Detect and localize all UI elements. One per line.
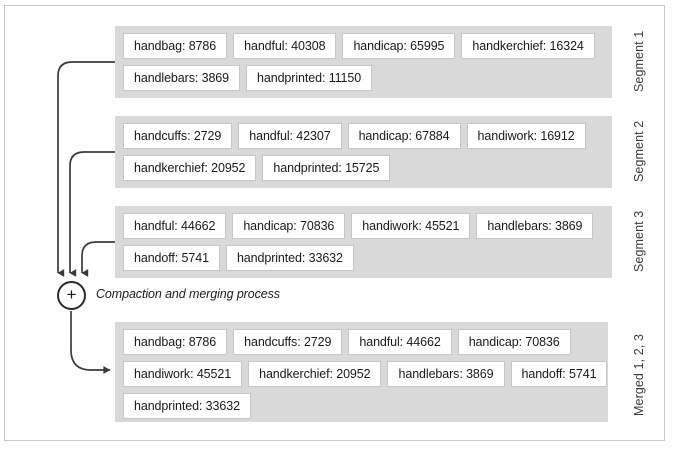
merge-node: +	[57, 281, 86, 310]
term-chip[interactable]: handcuffs: 2729	[123, 123, 233, 149]
merged-row-3: handprinted: 33632	[123, 393, 600, 419]
term-chip[interactable]: handkerchief: 16324	[461, 33, 595, 59]
term-chip[interactable]: handlebars: 3869	[387, 361, 505, 387]
term-chip[interactable]: handicap: 67884	[347, 123, 461, 149]
term-chip[interactable]: handcuffs: 2729	[233, 329, 343, 355]
segment-1-row-2: handlebars: 3869 handprinted: 11150	[123, 65, 604, 91]
term-chip[interactable]: handbag: 8786	[123, 329, 228, 355]
term-chip[interactable]: handicap: 70836	[457, 329, 571, 355]
term-chip[interactable]: handoff: 5741	[123, 245, 220, 271]
term-chip[interactable]: handful: 44662	[123, 213, 227, 239]
process-label: Compaction and merging process	[96, 287, 280, 301]
segment-2-row-1: handcuffs: 2729 handful: 42307 handicap:…	[123, 123, 604, 149]
merged-row-1: handbag: 8786 handcuffs: 2729 handful: 4…	[123, 329, 600, 355]
plus-icon: +	[66, 285, 77, 304]
term-chip[interactable]: handicap: 65995	[342, 33, 456, 59]
term-chip[interactable]: handiwork: 16912	[466, 123, 586, 149]
term-chip[interactable]: handprinted: 33632	[225, 245, 354, 271]
term-chip[interactable]: handprinted: 11150	[246, 65, 373, 91]
merged-row-2: handiwork: 45521 handkerchief: 20952 han…	[123, 361, 608, 387]
segment-1-row-1: handbag: 8786 handful: 40308 handicap: 6…	[123, 33, 604, 59]
segment-2-row-2: handkerchief: 20952 handprinted: 15725	[123, 155, 604, 181]
term-chip[interactable]: handprinted: 33632	[123, 393, 251, 419]
term-chip[interactable]: handful: 40308	[233, 33, 337, 59]
segment-3-row-2: handoff: 5741 handprinted: 33632	[123, 245, 604, 271]
segment-3-panel: handful: 44662 handicap: 70836 handiwork…	[115, 206, 612, 278]
term-chip[interactable]: handkerchief: 20952	[248, 361, 382, 387]
term-chip[interactable]: handlebars: 3869	[123, 65, 241, 91]
segment-3-row-1: handful: 44662 handicap: 70836 handiwork…	[123, 213, 604, 239]
term-chip[interactable]: handkerchief: 20952	[123, 155, 257, 181]
term-chip[interactable]: handbag: 8786	[123, 33, 228, 59]
segment-3-label: Segment 3	[632, 210, 646, 272]
segment-2-label: Segment 2	[632, 120, 646, 182]
segment-1-label: Segment 1	[632, 30, 646, 92]
term-chip[interactable]: handprinted: 15725	[262, 155, 391, 181]
merged-panel: handbag: 8786 handcuffs: 2729 handful: 4…	[115, 322, 608, 422]
term-chip[interactable]: handicap: 70836	[232, 213, 346, 239]
term-chip[interactable]: handiwork: 45521	[123, 361, 243, 387]
segment-1-panel: handbag: 8786 handful: 40308 handicap: 6…	[115, 26, 612, 98]
merged-label: Merged 1, 2, 3	[632, 333, 646, 416]
term-chip[interactable]: handiwork: 45521	[351, 213, 471, 239]
term-chip[interactable]: handful: 42307	[238, 123, 342, 149]
term-chip[interactable]: handoff: 5741	[510, 361, 608, 387]
term-chip[interactable]: handlebars: 3869	[476, 213, 594, 239]
segment-2-panel: handcuffs: 2729 handful: 42307 handicap:…	[115, 116, 612, 188]
term-chip[interactable]: handful: 44662	[348, 329, 452, 355]
